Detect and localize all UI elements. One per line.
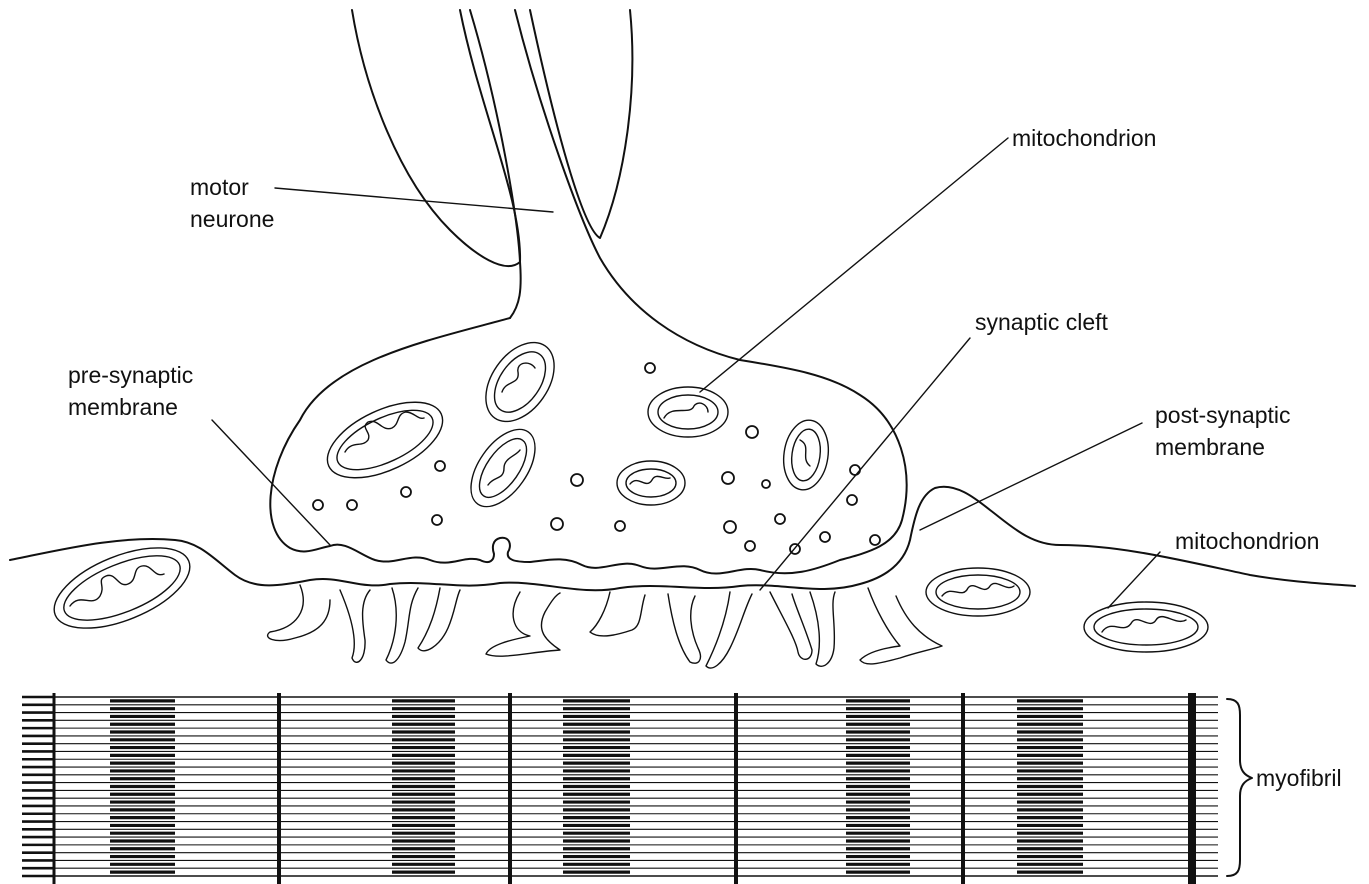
mitochondrion xyxy=(926,568,1030,616)
leader-lines xyxy=(212,138,1160,608)
leader-mitochondrion-right xyxy=(1108,552,1160,608)
myofibril-brace xyxy=(1227,699,1252,876)
mitochondrion xyxy=(779,417,832,492)
mitochondrion xyxy=(316,387,454,494)
pre-synaptic-terminal xyxy=(270,318,906,574)
mitochondrion xyxy=(617,461,685,505)
mitochondria-muscle xyxy=(43,531,1208,652)
leader-post-synaptic-membrane xyxy=(920,423,1142,530)
mitochondria-presynaptic xyxy=(316,330,833,518)
post-synaptic-membrane xyxy=(10,487,1355,591)
mitochondrion-right-label: mitochondrion xyxy=(1175,528,1319,554)
mitochondrion xyxy=(1084,602,1208,652)
junctional-folds xyxy=(268,585,942,668)
motor-neurone xyxy=(352,10,740,360)
mitochondrion-top-label: mitochondrion xyxy=(1012,125,1156,151)
myofibril xyxy=(22,693,1218,884)
leader-pre-synaptic-membrane xyxy=(212,420,330,545)
synaptic-cleft-label: synaptic cleft xyxy=(975,309,1109,335)
mitochondrion xyxy=(648,387,728,437)
mitochondrion xyxy=(472,330,568,434)
mitochondrion xyxy=(458,418,548,518)
leader-mitochondrion-top xyxy=(700,138,1008,392)
myofibril-label: myofibril xyxy=(1256,765,1342,791)
